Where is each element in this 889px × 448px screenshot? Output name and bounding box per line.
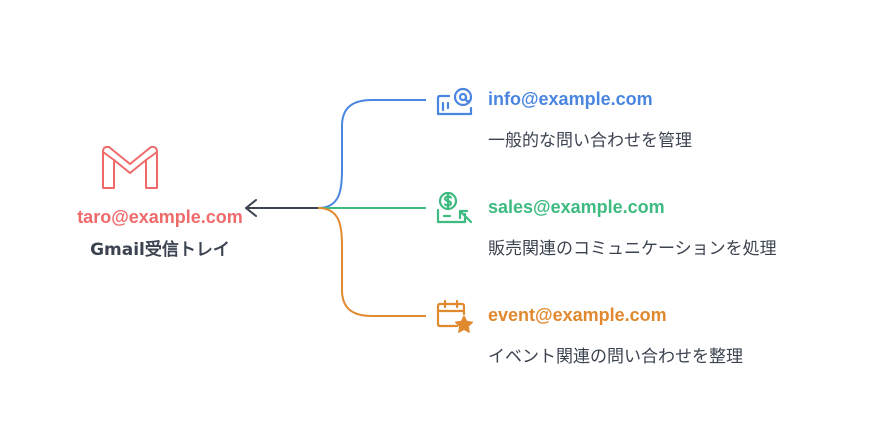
hub-label: Gmail受信トレイ xyxy=(90,240,230,260)
calendar-star-icon xyxy=(436,299,474,333)
event-description: イベント関連の問い合わせを整理 xyxy=(488,347,743,367)
sales-dollar-icon xyxy=(436,191,473,224)
hub-email: taro@example.com xyxy=(77,207,243,227)
info-email: info@example.com xyxy=(488,89,653,109)
sales-email: sales@example.com xyxy=(488,197,665,217)
info-description: 一般的な問い合わせを管理 xyxy=(488,131,692,151)
mailbox-icon xyxy=(436,87,473,116)
sales-description: 販売関連のコミュニケーションを処理 xyxy=(488,239,777,259)
connector-event xyxy=(317,207,426,317)
arrow-head xyxy=(245,199,257,217)
connector-info xyxy=(317,99,426,209)
event-email: event@example.com xyxy=(488,305,667,325)
gmail-icon xyxy=(102,145,158,189)
